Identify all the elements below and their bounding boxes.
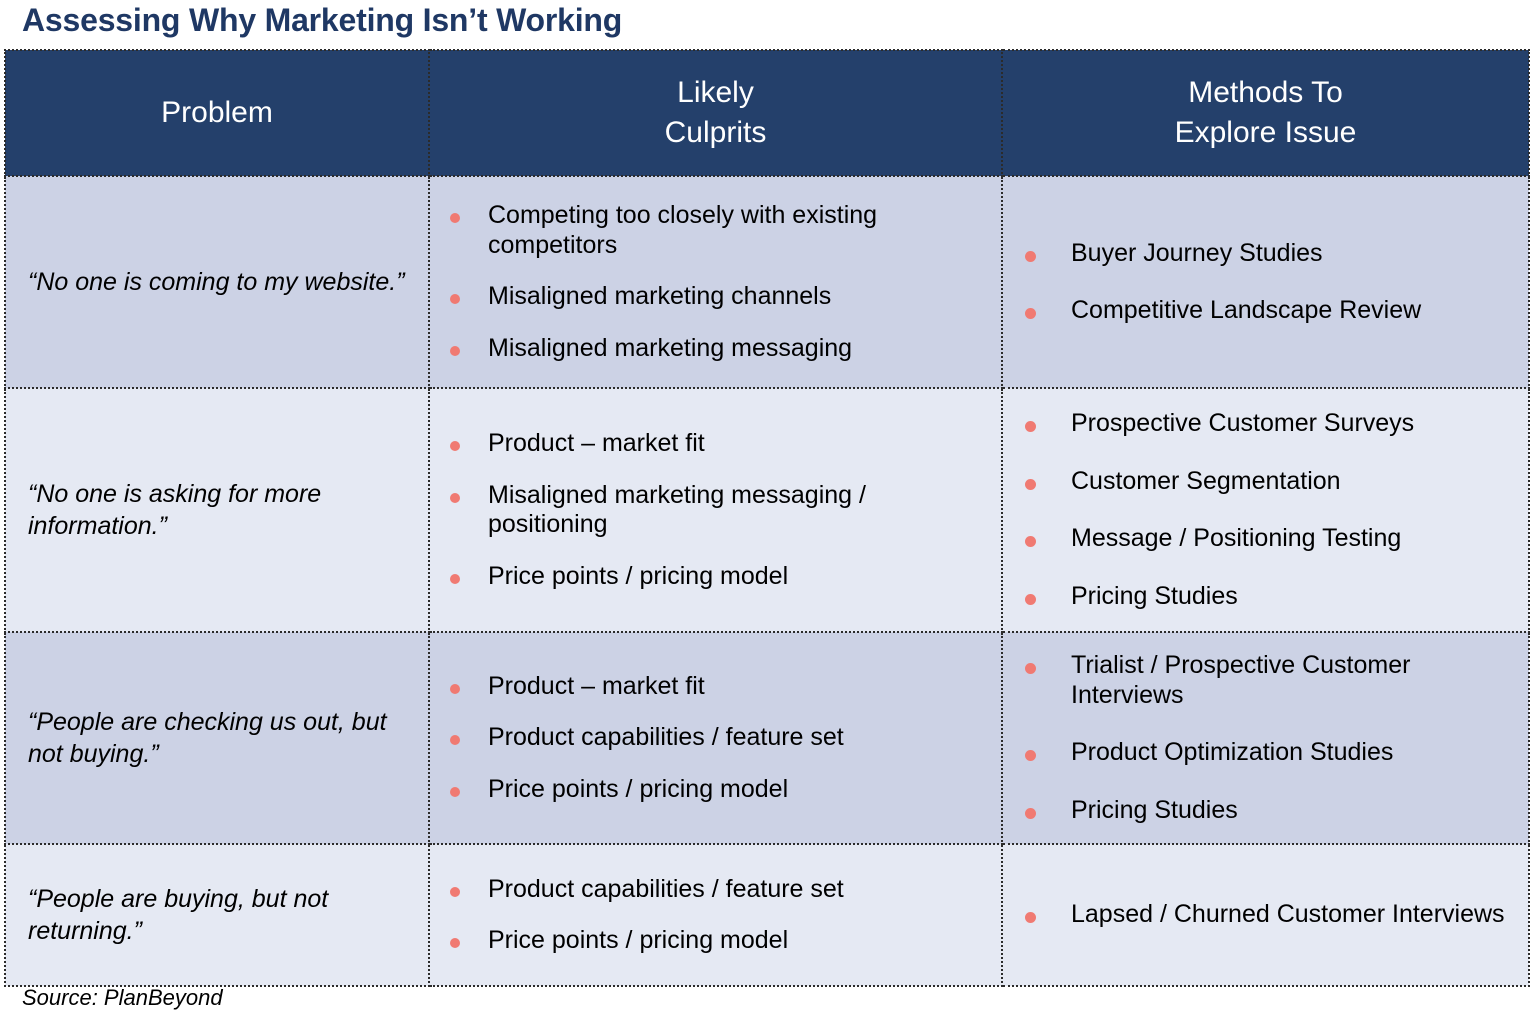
column-header-problem-label: Problem [161, 96, 273, 130]
cell-likely-culprits: Product – market fit Product capabilitie… [428, 631, 1003, 845]
culprits-list: Product capabilities / feature set Price… [430, 875, 1001, 956]
list-item: Buyer Journey Studies [1013, 239, 1514, 269]
culprits-list: Competing too closely with existing comp… [430, 201, 1001, 363]
cell-problem: “People are checking us out, but not buy… [4, 631, 430, 845]
table-body: “No one is coming to my website.” Compet… [4, 175, 1530, 987]
column-header-likely-culprits: Likely Culprits [428, 49, 1003, 177]
culprits-list: Product – market fit Product capabilitie… [430, 672, 1001, 805]
column-header-methods-line2: Explore Issue [1174, 116, 1357, 149]
problem-quote: “No one is asking for more information.” [28, 480, 322, 540]
marketing-diagnostic-table: Problem Likely Culprits Methods To Explo… [4, 49, 1530, 987]
column-header-methods-to-explore-issue: Methods To Explore Issue [1001, 49, 1530, 177]
methods-list: Buyer Journey Studies Competitive Landsc… [1003, 239, 1528, 326]
table-row: “People are checking us out, but not buy… [4, 631, 1530, 845]
cell-problem: “No one is coming to my website.” [4, 175, 430, 389]
cell-methods: Lapsed / Churned Customer Interviews [1001, 843, 1530, 987]
problem-quote: “No one is coming to my website.” [28, 268, 405, 296]
cell-methods: Prospective Customer Surveys Customer Se… [1001, 387, 1530, 633]
problem-quote: “People are buying, but not returning.” [28, 885, 329, 945]
table-row: “No one is asking for more information.”… [4, 387, 1530, 633]
cell-methods: Trialist / Prospective Customer Intervie… [1001, 631, 1530, 845]
list-item: Customer Segmentation [1013, 467, 1514, 497]
list-item: Misaligned marketing messaging [442, 334, 987, 364]
list-item: Product – market fit [442, 672, 987, 702]
list-item: Product – market fit [442, 429, 987, 459]
culprits-list: Product – market fit Misaligned marketin… [430, 429, 1001, 591]
column-header-methods-line1: Methods To [1188, 76, 1343, 110]
methods-list: Lapsed / Churned Customer Interviews [1003, 900, 1528, 930]
list-item: Product capabilities / feature set [442, 875, 987, 905]
column-header-culprits-line2: Culprits [664, 116, 767, 149]
list-item: Product capabilities / feature set [442, 723, 987, 753]
methods-list: Prospective Customer Surveys Customer Se… [1003, 409, 1528, 611]
table-row: “No one is coming to my website.” Compet… [4, 175, 1530, 389]
list-item: Pricing Studies [1013, 796, 1514, 826]
cell-likely-culprits: Competing too closely with existing comp… [428, 175, 1003, 389]
column-header-problem: Problem [4, 49, 430, 177]
column-header-culprits-line1: Likely [677, 76, 754, 110]
cell-methods: Buyer Journey Studies Competitive Landsc… [1001, 175, 1530, 389]
list-item: Competing too closely with existing comp… [442, 201, 987, 260]
list-item: Prospective Customer Surveys [1013, 409, 1514, 439]
list-item: Price points / pricing model [442, 775, 987, 805]
cell-problem: “No one is asking for more information.” [4, 387, 430, 633]
list-item: Price points / pricing model [442, 926, 987, 956]
list-item: Product Optimization Studies [1013, 738, 1514, 768]
page-title: Assessing Why Marketing Isn’t Working [22, 2, 623, 38]
cell-likely-culprits: Product capabilities / feature set Price… [428, 843, 1003, 987]
list-item: Trialist / Prospective Customer Intervie… [1013, 651, 1514, 710]
cell-problem: “People are buying, but not returning.” [4, 843, 430, 987]
list-item: Misaligned marketing messaging / positio… [442, 481, 987, 540]
cell-likely-culprits: Product – market fit Misaligned marketin… [428, 387, 1003, 633]
list-item: Competitive Landscape Review [1013, 296, 1514, 326]
list-item: Pricing Studies [1013, 582, 1514, 612]
list-item: Lapsed / Churned Customer Interviews [1013, 900, 1514, 930]
table-row: “People are buying, but not returning.” … [4, 843, 1530, 987]
problem-quote: “People are checking us out, but not buy… [28, 708, 387, 768]
table-header: Problem Likely Culprits Methods To Explo… [4, 49, 1530, 177]
source-caption: Source: PlanBeyond [22, 985, 223, 1010]
methods-list: Trialist / Prospective Customer Intervie… [1003, 651, 1528, 825]
list-item: Message / Positioning Testing [1013, 524, 1514, 554]
list-item: Price points / pricing model [442, 562, 987, 592]
list-item: Misaligned marketing channels [442, 282, 987, 312]
table-header-row: Problem Likely Culprits Methods To Explo… [4, 49, 1530, 177]
